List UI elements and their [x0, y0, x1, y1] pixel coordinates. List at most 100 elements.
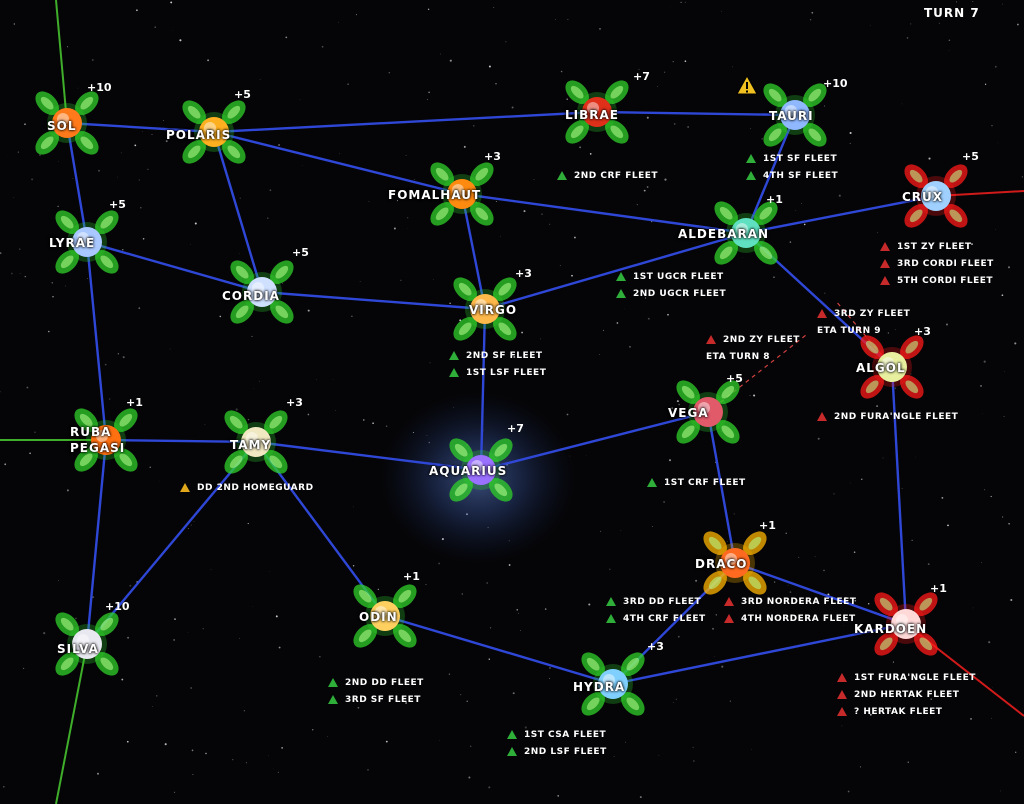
fleet-entry[interactable]: 1ST UGCR FLEET — [616, 268, 726, 285]
system-draco[interactable] — [699, 527, 771, 599]
system-kardoen[interactable] — [870, 588, 942, 660]
background-star — [193, 521, 195, 523]
system-fomalhaut[interactable] — [426, 158, 498, 230]
system-name-crux[interactable]: CRUX — [902, 190, 944, 204]
background-star — [439, 739, 441, 741]
system-vega[interactable] — [672, 376, 744, 448]
background-star — [170, 1, 173, 4]
fleet-entry[interactable]: 2ND SF FLEET — [449, 347, 546, 364]
fleet-entry[interactable]: ? HERTAK FLEET — [837, 703, 976, 720]
background-star — [616, 322, 619, 324]
system-value-lyrae: +5 — [109, 198, 126, 211]
system-aquarius[interactable] — [445, 434, 517, 506]
fleet-entry[interactable]: 1ST CSA FLEET — [507, 726, 607, 743]
background-star — [239, 197, 241, 199]
system-name-tauri[interactable]: TAURI — [769, 109, 814, 123]
background-star — [523, 210, 526, 213]
fleet-entry[interactable]: 3RD SF FLEET — [328, 691, 424, 708]
fleet-entry[interactable]: 4TH SF FLEET — [746, 167, 838, 184]
system-name-ruba[interactable]: RUBA PEGASI — [70, 425, 126, 455]
fleet-entry[interactable]: 2ND UGCR FLEET — [616, 285, 726, 302]
background-star — [1021, 176, 1023, 178]
background-star — [520, 630, 521, 631]
influence-petal-core — [235, 305, 249, 319]
system-libra[interactable] — [561, 76, 633, 148]
route-libra-tauri — [596, 110, 796, 117]
system-tamy[interactable] — [220, 406, 292, 478]
system-name-odin[interactable]: ODIN — [359, 610, 398, 624]
friendly-fleet-icon — [647, 478, 657, 487]
system-name-aldebaran[interactable]: ALDEBARAN — [678, 227, 770, 241]
system-algol[interactable] — [856, 331, 928, 403]
fleet-list-crux: 1ST ZY FLEET 3RD CORDI FLEET 5TH CORDI FLE… — [880, 238, 994, 289]
system-polaris[interactable] — [178, 96, 250, 168]
system-name-cordia[interactable]: CORDIA — [222, 289, 280, 303]
fleet-entry[interactable]: 2ND ZY FLEET — [706, 331, 800, 348]
system-name-kardoen[interactable]: KARDOEN — [854, 622, 928, 636]
system-name-virgo[interactable]: VIRGO — [469, 303, 518, 317]
background-star — [955, 1, 958, 3]
fleet-entry[interactable]: 2ND LSF FLEET — [507, 743, 607, 760]
system-virgo[interactable] — [449, 273, 521, 345]
fleet-entry[interactable]: 3RD NORDERA FLEET — [724, 593, 856, 610]
system-name-sol[interactable]: SOL — [47, 119, 77, 133]
fleet-entry[interactable]: 4TH CRF FLEET — [606, 610, 706, 627]
background-star — [533, 179, 535, 180]
fleet-entry[interactable]: DD 2ND HOMEGUARD — [180, 479, 314, 496]
background-star — [357, 706, 360, 709]
system-tauri[interactable] — [759, 79, 831, 151]
system-name-polaris[interactable]: POLARIS — [166, 128, 232, 142]
system-odin[interactable] — [349, 580, 421, 652]
system-name-tamy[interactable]: TAMY — [230, 438, 272, 452]
system-name-algol[interactable]: ALGOL — [856, 361, 906, 375]
route-draco-kardoen — [734, 561, 907, 626]
fleet-entry[interactable]: 2ND HERTAK FLEET — [837, 686, 976, 703]
system-name-libra[interactable]: LIBRAE — [565, 108, 619, 122]
background-star — [803, 223, 806, 226]
system-aldebaran[interactable] — [710, 197, 782, 269]
fleet-entry[interactable]: 5TH CORDI FLEET — [880, 272, 994, 289]
system-name-fomalhaut[interactable]: FOMALHAUT — [388, 188, 482, 202]
system-name-draco[interactable]: DRACO — [695, 557, 748, 571]
fleet-entry[interactable]: 3RD CORDI FLEET — [880, 255, 994, 272]
influence-petal-core — [119, 413, 133, 427]
friendly-fleet-icon — [507, 730, 517, 739]
fleet-entry[interactable]: 3RD ZY FLEET — [817, 305, 910, 322]
fleet-entry[interactable]: 2ND CRF FLEET — [557, 167, 658, 184]
fleet-entry[interactable]: 1ST SF FLEET — [746, 150, 838, 167]
fleet-entry[interactable]: 2ND DD FLEET — [328, 674, 424, 691]
fleet-name: 3RD CORDI FLEET — [897, 258, 994, 269]
system-ruba[interactable] — [70, 404, 142, 476]
warning-icon[interactable] — [736, 75, 758, 95]
system-name-vega[interactable]: VEGA — [668, 406, 709, 420]
system-name-silva[interactable]: SILVA — [57, 642, 99, 656]
fleet-entry[interactable]: 1ST FURA'NGLE FLEET — [837, 669, 976, 686]
influence-petal-core — [905, 340, 919, 354]
fleet-entry[interactable]: 1ST CRF FLEET — [647, 474, 746, 491]
system-sol[interactable] — [31, 87, 103, 159]
influence-petal-core — [100, 617, 114, 631]
system-crux[interactable] — [900, 160, 972, 232]
system-silva[interactable] — [51, 608, 123, 680]
fleet-entry[interactable]: 1ST ZY FLEET — [880, 238, 994, 255]
system-hydra[interactable] — [577, 648, 649, 720]
background-star — [365, 613, 368, 615]
fleet-entry[interactable]: 4TH NORDERA FLEET — [724, 610, 856, 627]
system-lyrae[interactable] — [51, 206, 123, 278]
system-name-lyrae[interactable]: LYRAE — [49, 236, 96, 250]
background-star — [599, 530, 602, 533]
background-star — [714, 656, 715, 657]
background-star — [861, 478, 863, 480]
system-cordia[interactable] — [226, 256, 298, 328]
background-star — [24, 275, 27, 278]
fleet-entry[interactable]: 1ST LSF FLEET — [449, 364, 546, 381]
influence-petal-core — [808, 128, 822, 142]
system-name-hydra[interactable]: HYDRA — [573, 680, 626, 694]
fleet-entry[interactable]: 3RD DD FLEET — [606, 593, 706, 610]
fleet-entry[interactable]: 2ND FURA'NGLE FLEET — [817, 408, 958, 425]
system-name-aquarius[interactable]: AQUARIUS — [429, 464, 508, 478]
background-star — [433, 279, 434, 280]
border-route — [55, 0, 68, 124]
